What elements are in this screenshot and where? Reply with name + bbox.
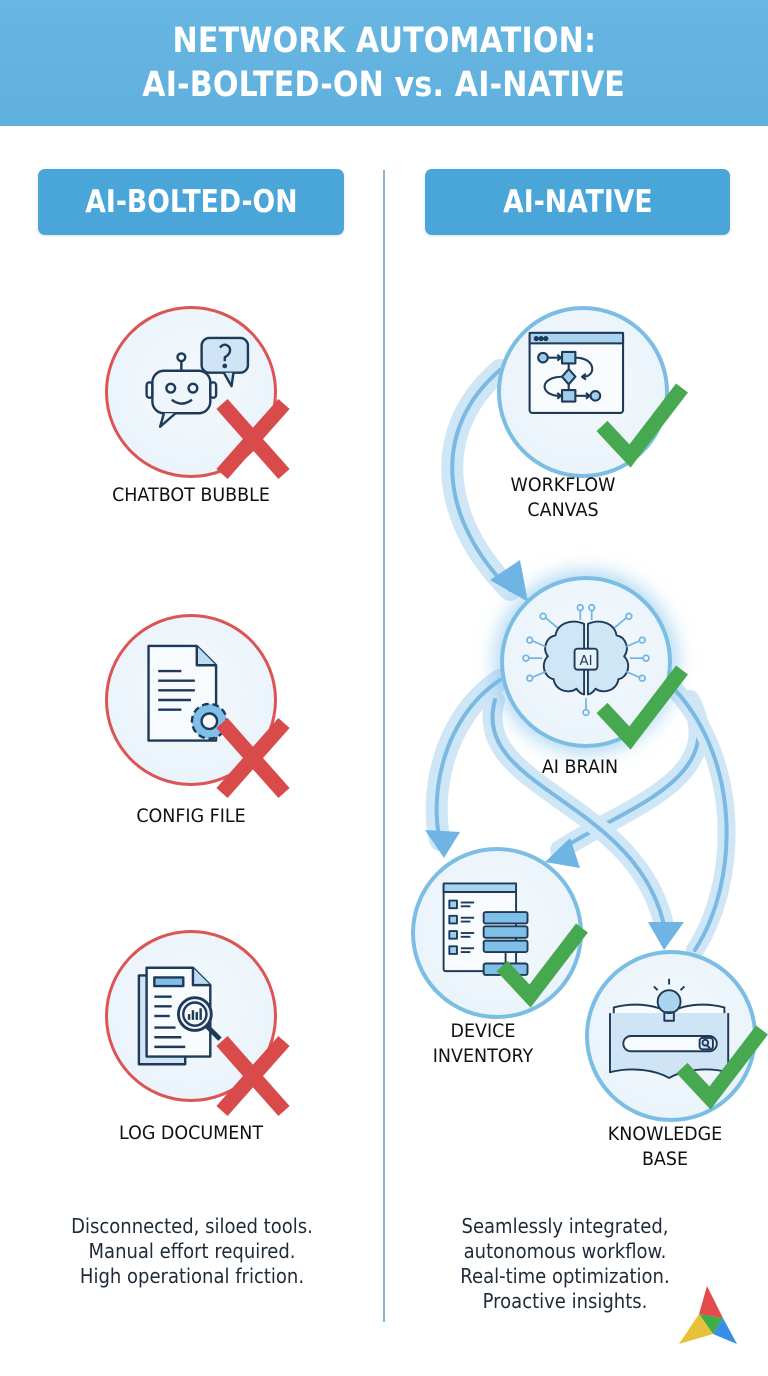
label-device-inventory: DEVICE INVENTORY	[432, 1020, 534, 1067]
knowledge-base-icon	[609, 978, 730, 1079]
checkmark-icon	[676, 1020, 768, 1110]
title-line-1: NETWORK AUTOMATION:	[172, 21, 596, 61]
description-ai-bolted-on: Disconnected, siloed tools. Manual effor…	[71, 1214, 313, 1288]
checkmark-icon	[596, 660, 688, 750]
label-chatbot-bubble: CHATBOT BUBBLE	[112, 484, 270, 506]
node-knowledge-base	[585, 950, 757, 1122]
title-banner: NETWORK AUTOMATION: AI-BOLTED-ON vs. AI-…	[0, 0, 768, 126]
column-divider	[383, 170, 385, 1322]
triangle-logo-icon	[679, 1286, 737, 1344]
cross-icon	[212, 1033, 292, 1117]
workflow-canvas-icon	[528, 331, 625, 415]
ai-chip-text: AI	[579, 654, 592, 669]
label-log-document: LOG DOCUMENT	[118, 1122, 264, 1144]
label-ai-brain: AI BRAIN	[541, 756, 619, 778]
heading-ai-native: AI-NATIVE	[425, 169, 730, 235]
checkmark-icon	[596, 378, 688, 468]
log-document-icon	[137, 966, 222, 1066]
chatbot-icon	[145, 336, 250, 428]
cross-icon	[212, 715, 292, 799]
description-ai-native: Seamlessly integrated, autonomous workfl…	[460, 1214, 670, 1313]
label-workflow-canvas: WORKFLOW CANVAS	[510, 474, 616, 521]
checkmark-icon	[496, 918, 588, 1008]
cross-icon	[212, 396, 292, 480]
label-config-file: CONFIG FILE	[136, 805, 246, 827]
ai-brain-icon: AI	[522, 603, 650, 717]
label-knowledge-base: KNOWLEDGE BASE	[607, 1123, 723, 1170]
flow-brain-to-device-left	[425, 669, 511, 858]
node-chatbot-bubble	[105, 306, 277, 478]
title-line-2: AI-BOLTED-ON vs. AI-NATIVE	[142, 65, 626, 105]
node-ai-brain: AI	[500, 576, 672, 748]
config-file-icon	[147, 644, 228, 742]
heading-ai-bolted-on: AI-BOLTED-ON	[38, 169, 344, 235]
